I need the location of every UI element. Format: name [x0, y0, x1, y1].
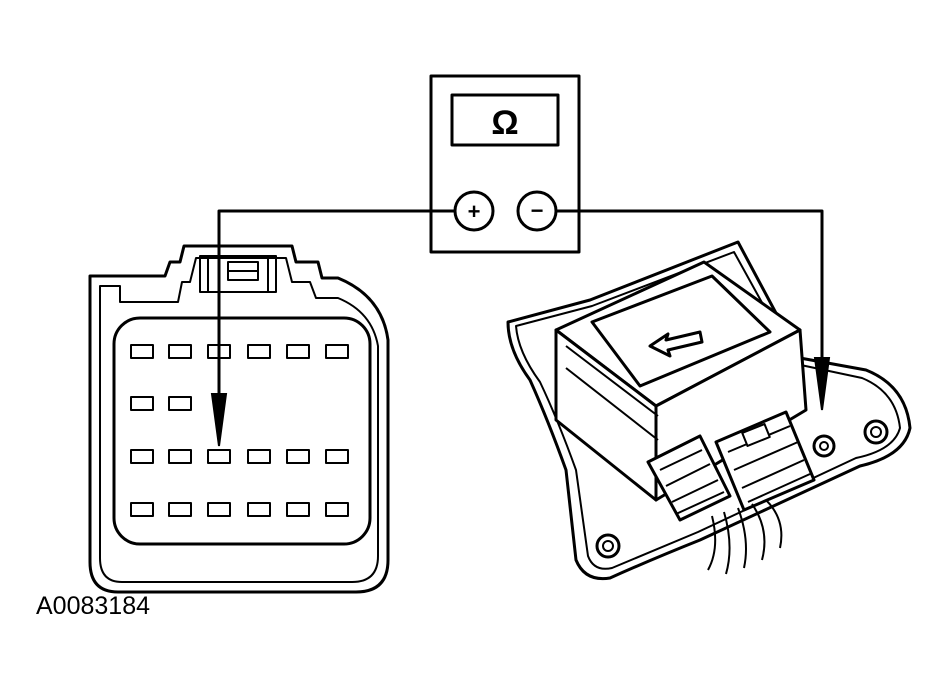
mounting-bolt — [595, 533, 621, 559]
negative-terminal-label: − — [531, 198, 544, 223]
pin-cavity — [130, 396, 154, 411]
pin-cavity — [247, 502, 271, 517]
pin-cavity — [325, 449, 349, 464]
positive-probe-tip — [210, 393, 228, 447]
negative-probe-tip — [813, 357, 831, 411]
pin-cavity — [286, 449, 310, 464]
connector-left-detail — [659, 449, 725, 515]
connector-shell — [88, 244, 390, 594]
connector-lock-tab — [741, 423, 771, 447]
arrow-left-icon — [648, 330, 704, 358]
mounting-bolt-center — [602, 540, 614, 552]
module — [506, 240, 912, 581]
pin-cavity — [325, 344, 349, 359]
housing-edge — [565, 345, 659, 441]
module-label — [590, 274, 772, 388]
pin-cavity — [207, 502, 231, 517]
pin-cavity — [168, 344, 192, 359]
ground-stud — [812, 434, 836, 458]
wire-harness — [707, 499, 783, 575]
meter-display — [450, 93, 560, 147]
pin-cavities — [130, 344, 349, 517]
pin-cavity — [286, 502, 310, 517]
pin-cavity — [325, 502, 349, 517]
connector-shell-inner — [99, 257, 379, 583]
pin-cavity — [130, 344, 154, 359]
pin-cavity — [247, 344, 271, 359]
ohmmeter: Ω + − — [429, 74, 581, 254]
pin-cavity — [168, 396, 192, 411]
pin-cavity — [130, 449, 154, 464]
pin-cavity — [168, 449, 192, 464]
test-leads — [210, 209, 831, 447]
negative-test-lead — [554, 209, 824, 362]
ohm-symbol: Ω — [491, 104, 518, 142]
pin-cavity — [130, 502, 154, 517]
pin-cavity-area — [112, 316, 372, 546]
module-base-plate-rim — [515, 251, 901, 570]
figure-id: A0083184 — [36, 592, 151, 620]
pin-cavity — [168, 502, 192, 517]
pin-cavity-tested — [207, 449, 231, 464]
mounting-bolt — [863, 419, 889, 445]
connector-latch — [199, 255, 277, 293]
ground-stud-center — [819, 441, 829, 451]
pin-cavity — [247, 449, 271, 464]
mounting-bolt-center — [870, 426, 882, 438]
positive-terminal-label: + — [468, 199, 481, 224]
connector-face — [88, 244, 390, 594]
module-connectors — [646, 410, 816, 575]
positive-test-lead — [217, 209, 457, 402]
pin-cavity — [286, 344, 310, 359]
module-connector-right — [714, 410, 816, 512]
